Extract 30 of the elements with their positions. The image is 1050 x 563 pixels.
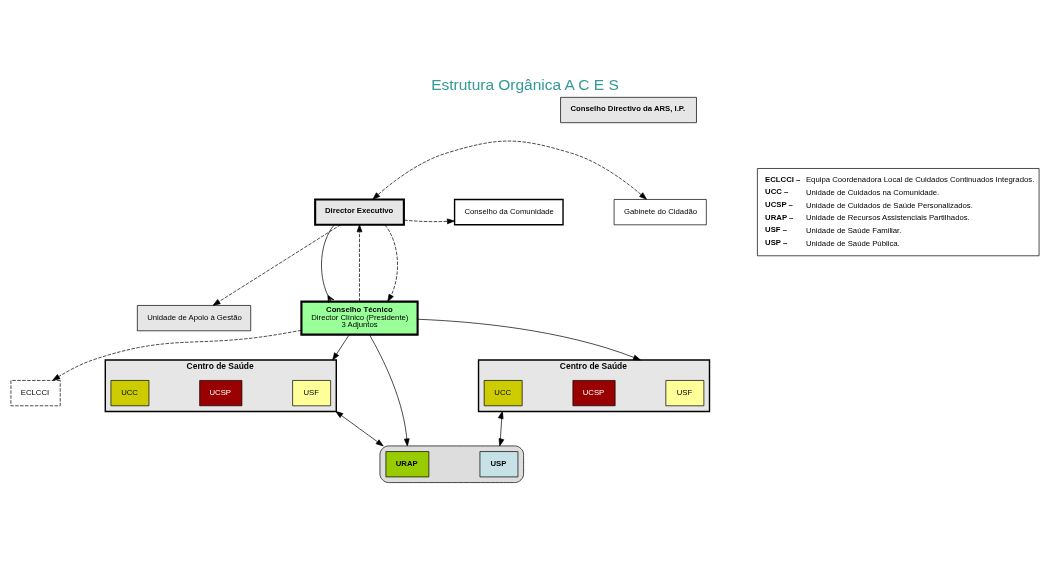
arrow xyxy=(372,140,647,200)
node-box: UCC xyxy=(110,380,150,407)
arrow xyxy=(335,411,384,447)
node-box: Conselho Directivo da ARS, I.P. xyxy=(560,97,697,124)
arrow xyxy=(369,334,410,447)
node-box: Conselho Técnico Director Clínico (Presidente) 3 Adjuntos xyxy=(300,300,419,336)
node-box: USF xyxy=(665,380,705,407)
arrow xyxy=(212,224,341,306)
node-box: USF xyxy=(292,380,331,407)
arrow xyxy=(497,411,505,447)
connector xyxy=(321,224,335,304)
node-box: ECLCCI xyxy=(10,380,61,407)
diagram-title: Estrutura Orgânica A C E S xyxy=(431,76,619,94)
node-box: Conselho da Comunidade xyxy=(453,198,564,226)
node-box: UCSP xyxy=(572,380,616,407)
cluster xyxy=(379,445,524,483)
arrow xyxy=(417,318,641,361)
arrow xyxy=(332,334,350,361)
arrow xyxy=(52,329,302,381)
node-box: UCC xyxy=(483,380,523,407)
node-box: URAP xyxy=(385,451,430,478)
node-box: Gabinete do Cidadão xyxy=(613,199,707,226)
node-box: ECLCCI – Equipa Coordenadora Local de Cuidados Continuados Integrados. UCC – Unidade de Cuidados na Comunidade. UCSP – Unidade de Cuidados de Saúde Personalizados. URAP – Unidade de Recursos Assistenciais Partilhados. USF – Unidade de Saúde Familiar. USP – Unidade de Saúde Pública. xyxy=(757,168,1040,257)
arrow xyxy=(356,224,363,302)
node-box: UCSP xyxy=(199,380,243,407)
arrow xyxy=(384,224,398,302)
node-box: USP xyxy=(479,451,519,478)
arrow xyxy=(403,218,455,225)
node-box: Director Executivo xyxy=(314,198,405,226)
node-box: Unidade de Apoio à Gestão xyxy=(137,305,252,332)
